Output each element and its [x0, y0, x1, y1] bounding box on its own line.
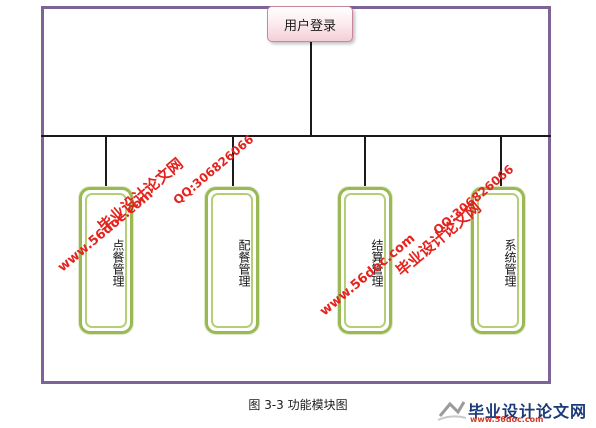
module-node-label: 系统管理	[503, 239, 517, 287]
site-logo-icon	[437, 401, 467, 421]
module-node-meal-prep: 配餐管理	[205, 187, 259, 334]
module-node-inner: 配餐管理	[211, 193, 253, 328]
module-node-settlement: 结算管理	[338, 187, 392, 334]
root-node-user-login: 用户登录	[267, 6, 353, 42]
module-node-inner: 结算管理	[344, 193, 386, 328]
module-node-ordering: 点餐管理	[79, 187, 133, 334]
module-node-label: 点餐管理	[111, 239, 125, 287]
root-connector-line	[310, 42, 312, 136]
module-node-inner: 点餐管理	[85, 193, 127, 328]
module-connector-line	[364, 135, 366, 187]
logo-text: 毕业设计论文网	[468, 402, 588, 421]
module-connector-line	[500, 135, 502, 187]
module-node-label: 配餐管理	[237, 239, 251, 287]
root-node-label: 用户登录	[283, 18, 336, 34]
module-connector-line	[105, 135, 107, 187]
figure-caption: 图 3-3 功能模块图	[248, 398, 348, 412]
module-connector-line	[232, 135, 234, 187]
logo-url: www.56doc.com	[470, 415, 544, 424]
module-node-inner: 系统管理	[477, 193, 519, 328]
module-node-label: 结算管理	[370, 239, 384, 287]
horizontal-bus-line	[41, 135, 551, 137]
module-node-system: 系统管理	[471, 187, 525, 334]
